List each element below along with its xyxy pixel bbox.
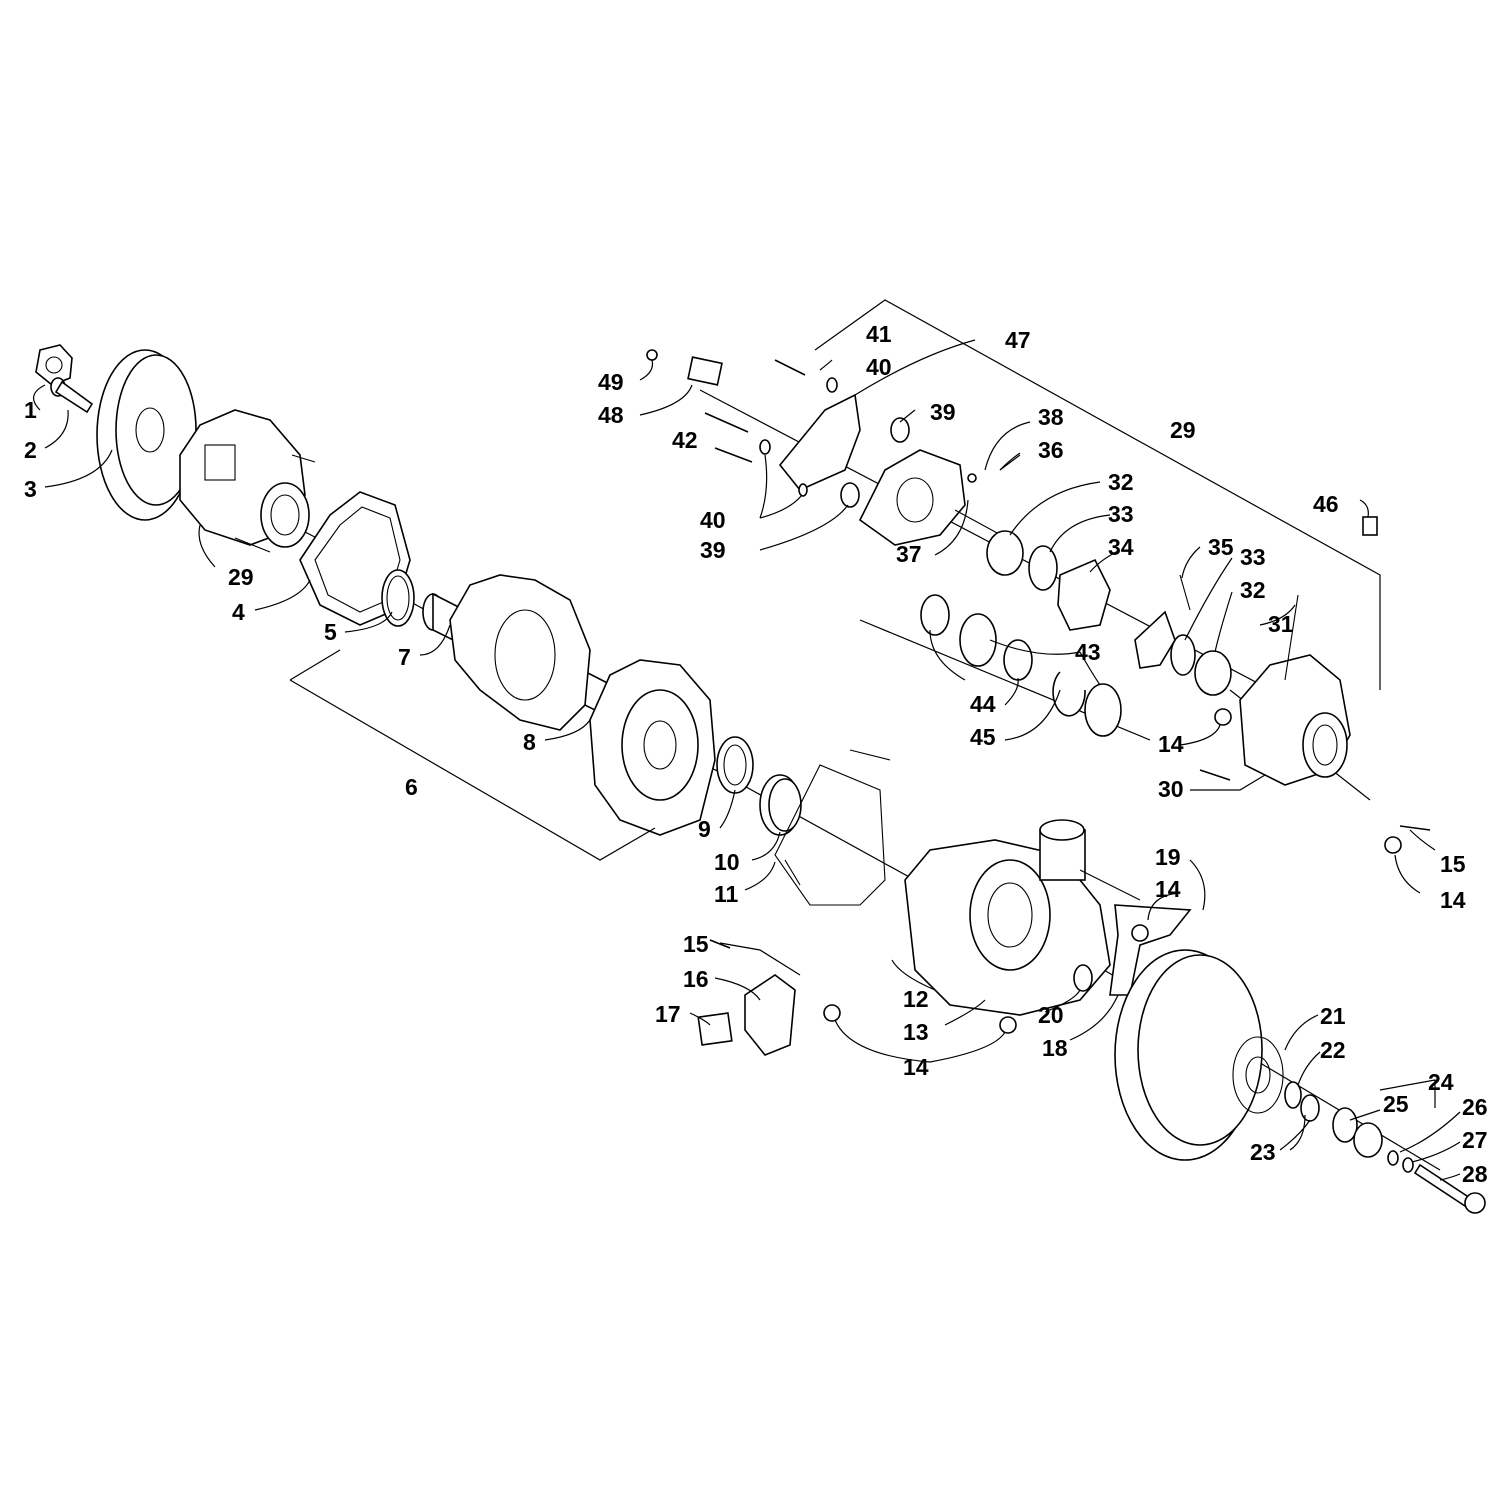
leader-lines	[33, 339, 1461, 1181]
callout-label: 19	[1155, 844, 1181, 870]
part-39-bushings	[840, 417, 910, 508]
callout-label: 6	[405, 774, 418, 800]
callout-label: 35	[1208, 534, 1234, 560]
callout-label: 29	[228, 564, 254, 590]
callout-label: 37	[896, 541, 922, 567]
callout-label: 40	[700, 507, 726, 533]
callout-label: 43	[1075, 639, 1101, 665]
callout-label: 33	[1240, 544, 1266, 570]
part-2-bolt	[50, 377, 94, 414]
callout-label: 28	[1462, 1161, 1488, 1187]
callout-label: 14	[1158, 731, 1184, 757]
callout-label: 15	[683, 931, 709, 957]
callout-label: 10	[714, 849, 740, 875]
part-17-block	[697, 1012, 733, 1046]
part-48-fitting	[646, 349, 723, 386]
part-6-bracket	[289, 649, 656, 861]
callout-label: 14	[903, 1054, 929, 1080]
part-20-ring	[1073, 964, 1093, 992]
callout-label: 22	[1320, 1037, 1346, 1063]
callout-label: 18	[1042, 1035, 1068, 1061]
callout-label: 9	[698, 816, 711, 842]
callout-label: 45	[970, 724, 996, 750]
part-9-seal	[716, 736, 754, 794]
callout-label: 21	[1320, 1003, 1346, 1029]
callout-label: 24	[1428, 1069, 1454, 1095]
callout-label: 39	[700, 537, 726, 563]
callout-label: 38	[1038, 404, 1064, 430]
part-5-seal	[381, 569, 415, 627]
callout-label: 29	[1170, 417, 1196, 443]
part-10-bearing	[759, 774, 802, 836]
callout-label: 41	[866, 321, 892, 347]
callout-label: 46	[1313, 491, 1339, 517]
part-1-nut	[35, 344, 73, 386]
callout-label: 26	[1462, 1094, 1488, 1120]
callout-label: 40	[866, 354, 892, 380]
callout-label: 11	[714, 881, 739, 907]
part-7-8-drive-shaft	[422, 574, 716, 836]
part-3-sheave	[96, 349, 197, 521]
part-29-clutch-housing-left	[179, 409, 316, 553]
callout-label: 13	[903, 1019, 929, 1045]
callout-label: 5	[324, 619, 337, 645]
part-18-guard	[1109, 904, 1192, 996]
callout-label: 32	[1240, 577, 1266, 603]
part-29-bracket-right	[814, 299, 1381, 690]
part-22-23-25-rings	[1284, 1081, 1414, 1173]
part-32-33-pistons	[986, 530, 1232, 696]
callout-labels: 1 2 3 29 4 5 7 6 8 9 10 11 49 48 41 40 4…	[24, 321, 1488, 1187]
part-21-driven-clutch	[1114, 949, 1284, 1161]
callout-label: 3	[24, 476, 37, 502]
callout-label: 30	[1158, 776, 1184, 802]
part-11-gasket	[774, 749, 891, 906]
callout-label: 4	[232, 599, 245, 625]
part-40-washers	[759, 377, 838, 497]
callout-label: 8	[523, 729, 536, 755]
part-16-bracket	[744, 974, 796, 1056]
callout-label: 23	[1250, 1139, 1276, 1165]
callout-label: 2	[24, 437, 37, 463]
part-41-42-bolts	[704, 359, 806, 463]
part-46-fitting	[1362, 516, 1378, 536]
part-35-pad-plate	[1134, 574, 1191, 669]
bolts	[709, 769, 1431, 949]
part-43-44-45-bearings	[920, 594, 1122, 737]
part-34-brake-pad	[1057, 558, 1111, 631]
part-28-bolt	[1413, 1163, 1486, 1214]
callout-label: 16	[683, 966, 709, 992]
callout-label: 31	[1268, 611, 1294, 637]
part-47-bracket	[778, 393, 861, 491]
callout-label: 1	[24, 397, 37, 423]
callout-label: 14	[1440, 887, 1466, 913]
part-13-chaincase-housing	[904, 819, 1141, 1016]
callout-label: 34	[1108, 534, 1134, 560]
nuts-14	[823, 708, 1402, 1034]
callout-label: 39	[930, 399, 956, 425]
callout-label: 27	[1462, 1127, 1488, 1153]
callout-label: 17	[655, 1001, 681, 1027]
callout-label: 48	[598, 402, 624, 428]
callout-label: 36	[1038, 437, 1064, 463]
callout-label: 33	[1108, 501, 1134, 527]
callout-label: 32	[1108, 469, 1134, 495]
callout-label: 15	[1440, 851, 1466, 877]
part-29-bearing-housing-right	[1239, 594, 1351, 786]
callout-label: 47	[1005, 327, 1031, 353]
callout-label: 20	[1038, 1002, 1064, 1028]
callout-label: 12	[903, 986, 929, 1012]
callout-label: 25	[1383, 1091, 1409, 1117]
callout-label: 7	[398, 644, 411, 670]
callout-label: 14	[1155, 876, 1181, 902]
callout-label: 44	[970, 691, 996, 717]
callout-label: 49	[598, 369, 624, 395]
callout-label: 42	[672, 427, 698, 453]
part-37-caliper	[858, 449, 966, 546]
